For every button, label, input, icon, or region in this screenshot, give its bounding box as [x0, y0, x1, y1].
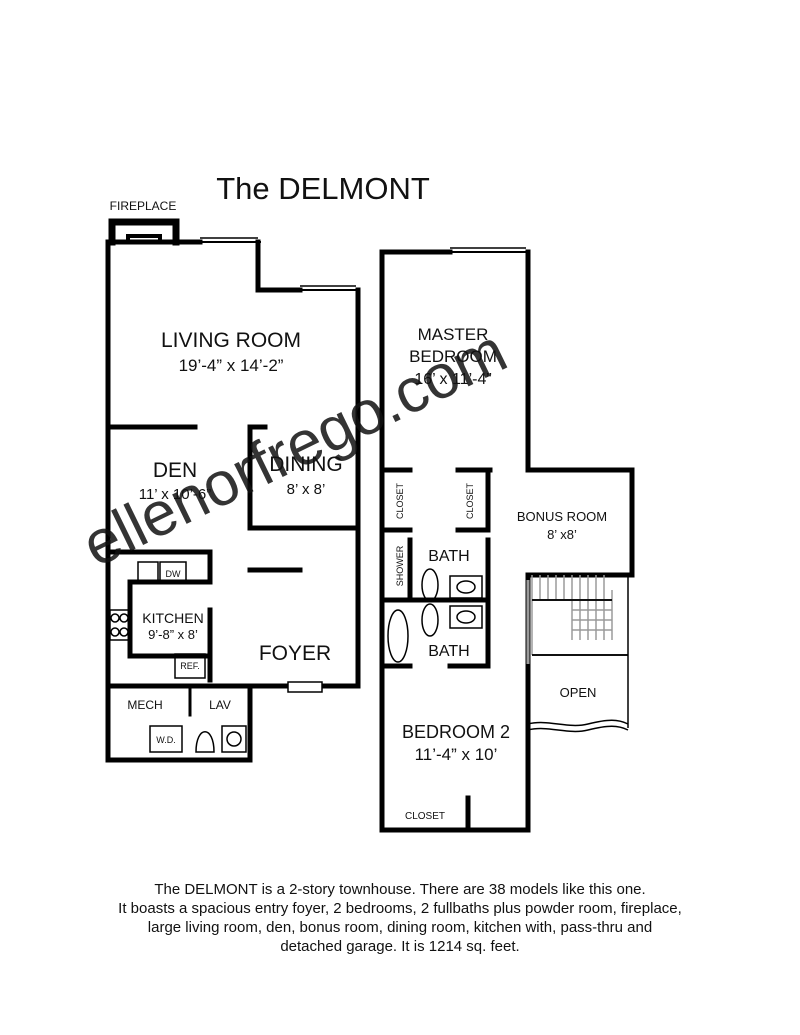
- bonus-room-label: BONUS ROOM: [517, 509, 607, 524]
- living-room-size: 19’-4” x 14’-2”: [179, 356, 284, 375]
- dining-size: 8’ x 8’: [287, 481, 326, 498]
- kitchen-size: 9’-8” x 8’: [148, 627, 198, 642]
- open-railing: [527, 575, 629, 733]
- description: The DELMONT is a 2-story townhouse. Ther…: [0, 880, 800, 956]
- bedroom2-label: BEDROOM 2: [402, 722, 510, 742]
- bath-lower-label: BATH: [428, 643, 469, 660]
- living-room-label: LIVING ROOM: [161, 329, 301, 352]
- staircase: [526, 575, 628, 664]
- closet-right-label: CLOSET: [465, 482, 475, 519]
- bedroom2-size: 11’-4” x 10’: [415, 745, 498, 764]
- shower-label: SHOWER: [395, 545, 405, 586]
- plan-title: The DELMONT: [216, 171, 430, 206]
- kitchen-label: KITCHEN: [142, 610, 203, 626]
- refrigerator-label: REF.: [180, 661, 200, 671]
- second-floor-fixtures: [387, 247, 526, 663]
- mech-label: MECH: [127, 698, 162, 712]
- master-bedroom-label-2: BEDROOM: [409, 347, 497, 366]
- first-floor-fixtures: [109, 237, 356, 753]
- dishwasher-label: DW: [166, 569, 181, 579]
- master-bedroom-label-1: MASTER: [418, 325, 489, 344]
- dining-label: DINING: [269, 453, 343, 476]
- washer-dryer-label: W.D.: [156, 735, 176, 745]
- bath-upper-label: BATH: [428, 548, 469, 565]
- closet-left-label: CLOSET: [395, 482, 405, 519]
- lav-label: LAV: [209, 698, 231, 712]
- description-line: large living room, den, bonus room, dini…: [147, 919, 653, 936]
- den-size: 11’ x 10’-6”: [139, 486, 212, 503]
- open-label: OPEN: [560, 685, 597, 700]
- den-label: DEN: [153, 459, 197, 482]
- master-bedroom-size: 16’ x 11’-4”: [414, 371, 491, 388]
- fireplace-label: FIREPLACE: [110, 199, 177, 213]
- description-line: detached garage. It is 1214 sq. feet.: [280, 938, 520, 955]
- first-floor-walls: [105, 218, 361, 763]
- description-line: The DELMONT is a 2-story townhouse. Ther…: [154, 881, 646, 898]
- closet-bottom-label: CLOSET: [405, 811, 445, 822]
- bonus-room-size: 8’ x8’: [547, 527, 577, 542]
- description-line: It boasts a spacious entry foyer, 2 bedr…: [118, 900, 682, 917]
- foyer-label: FOYER: [259, 642, 331, 665]
